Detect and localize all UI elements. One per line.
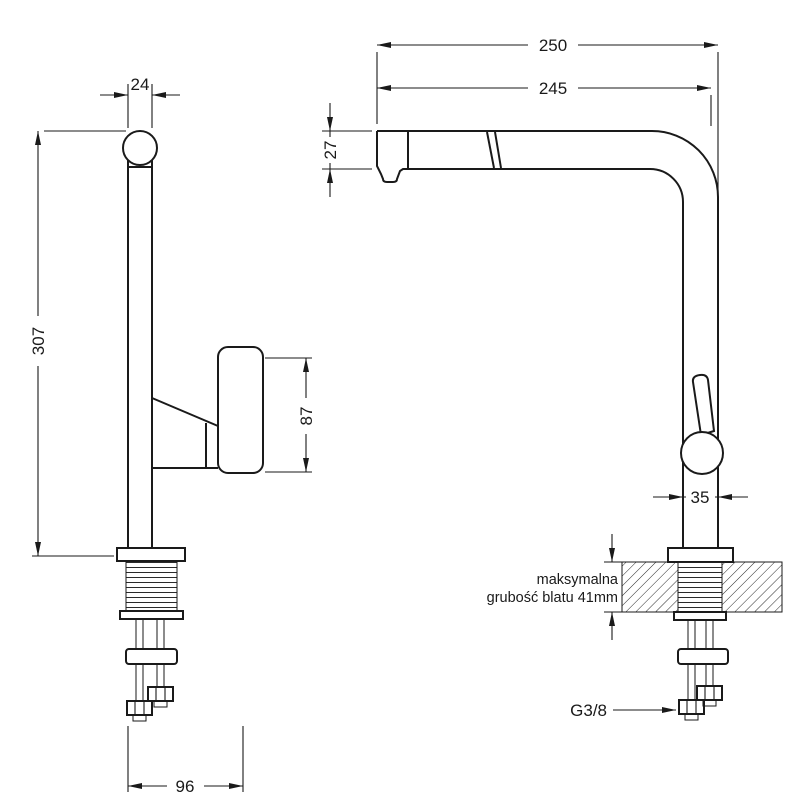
top-cap — [122, 130, 158, 166]
thread-size-label: G3/8 — [570, 701, 607, 720]
front-view: 250 245 27 35 — [319, 35, 783, 721]
dim-label-245: 245 — [539, 79, 567, 98]
mounting-hardware-front — [677, 619, 729, 721]
dim-87: 87 — [265, 357, 317, 473]
dim-35: 35 — [653, 487, 748, 507]
dim-label-307: 307 — [29, 327, 48, 355]
dim-label-87: 87 — [297, 407, 316, 426]
dim-245: 245 — [377, 78, 712, 126]
base-flange-front — [667, 547, 734, 563]
dim-96: 96 — [127, 726, 244, 796]
handle-ball-joint — [680, 431, 724, 475]
dim-27: 27 — [319, 103, 372, 197]
threaded-shank — [119, 560, 184, 620]
dim-250: 250 — [376, 35, 719, 190]
dim-24: 24 — [100, 75, 180, 128]
thread-size-callout: G3/8 — [570, 701, 676, 720]
countertop-thickness-callout: maksymalna grubość blatu 41mm — [487, 534, 624, 640]
dim-label-250: 250 — [539, 36, 567, 55]
side-view: 24 307 87 96 — [27, 75, 317, 796]
base-flange — [116, 547, 186, 562]
countertop-section — [621, 561, 783, 621]
faucet-riser-pipe — [127, 160, 153, 548]
countertop-note-line1: maksymalna — [537, 572, 619, 588]
countertop-note-line2: grubość blatu 41mm — [487, 590, 618, 606]
dim-label-27: 27 — [321, 141, 340, 160]
dim-label-24: 24 — [131, 75, 150, 94]
spout-joint — [151, 397, 219, 469]
dim-307: 307 — [27, 130, 126, 557]
dim-label-35: 35 — [691, 488, 710, 507]
mounting-hardware — [125, 618, 178, 722]
dim-label-96: 96 — [176, 777, 195, 796]
spout-body — [217, 346, 264, 474]
faucet-spout-pipe — [376, 130, 719, 548]
faucet-handle — [691, 373, 716, 437]
